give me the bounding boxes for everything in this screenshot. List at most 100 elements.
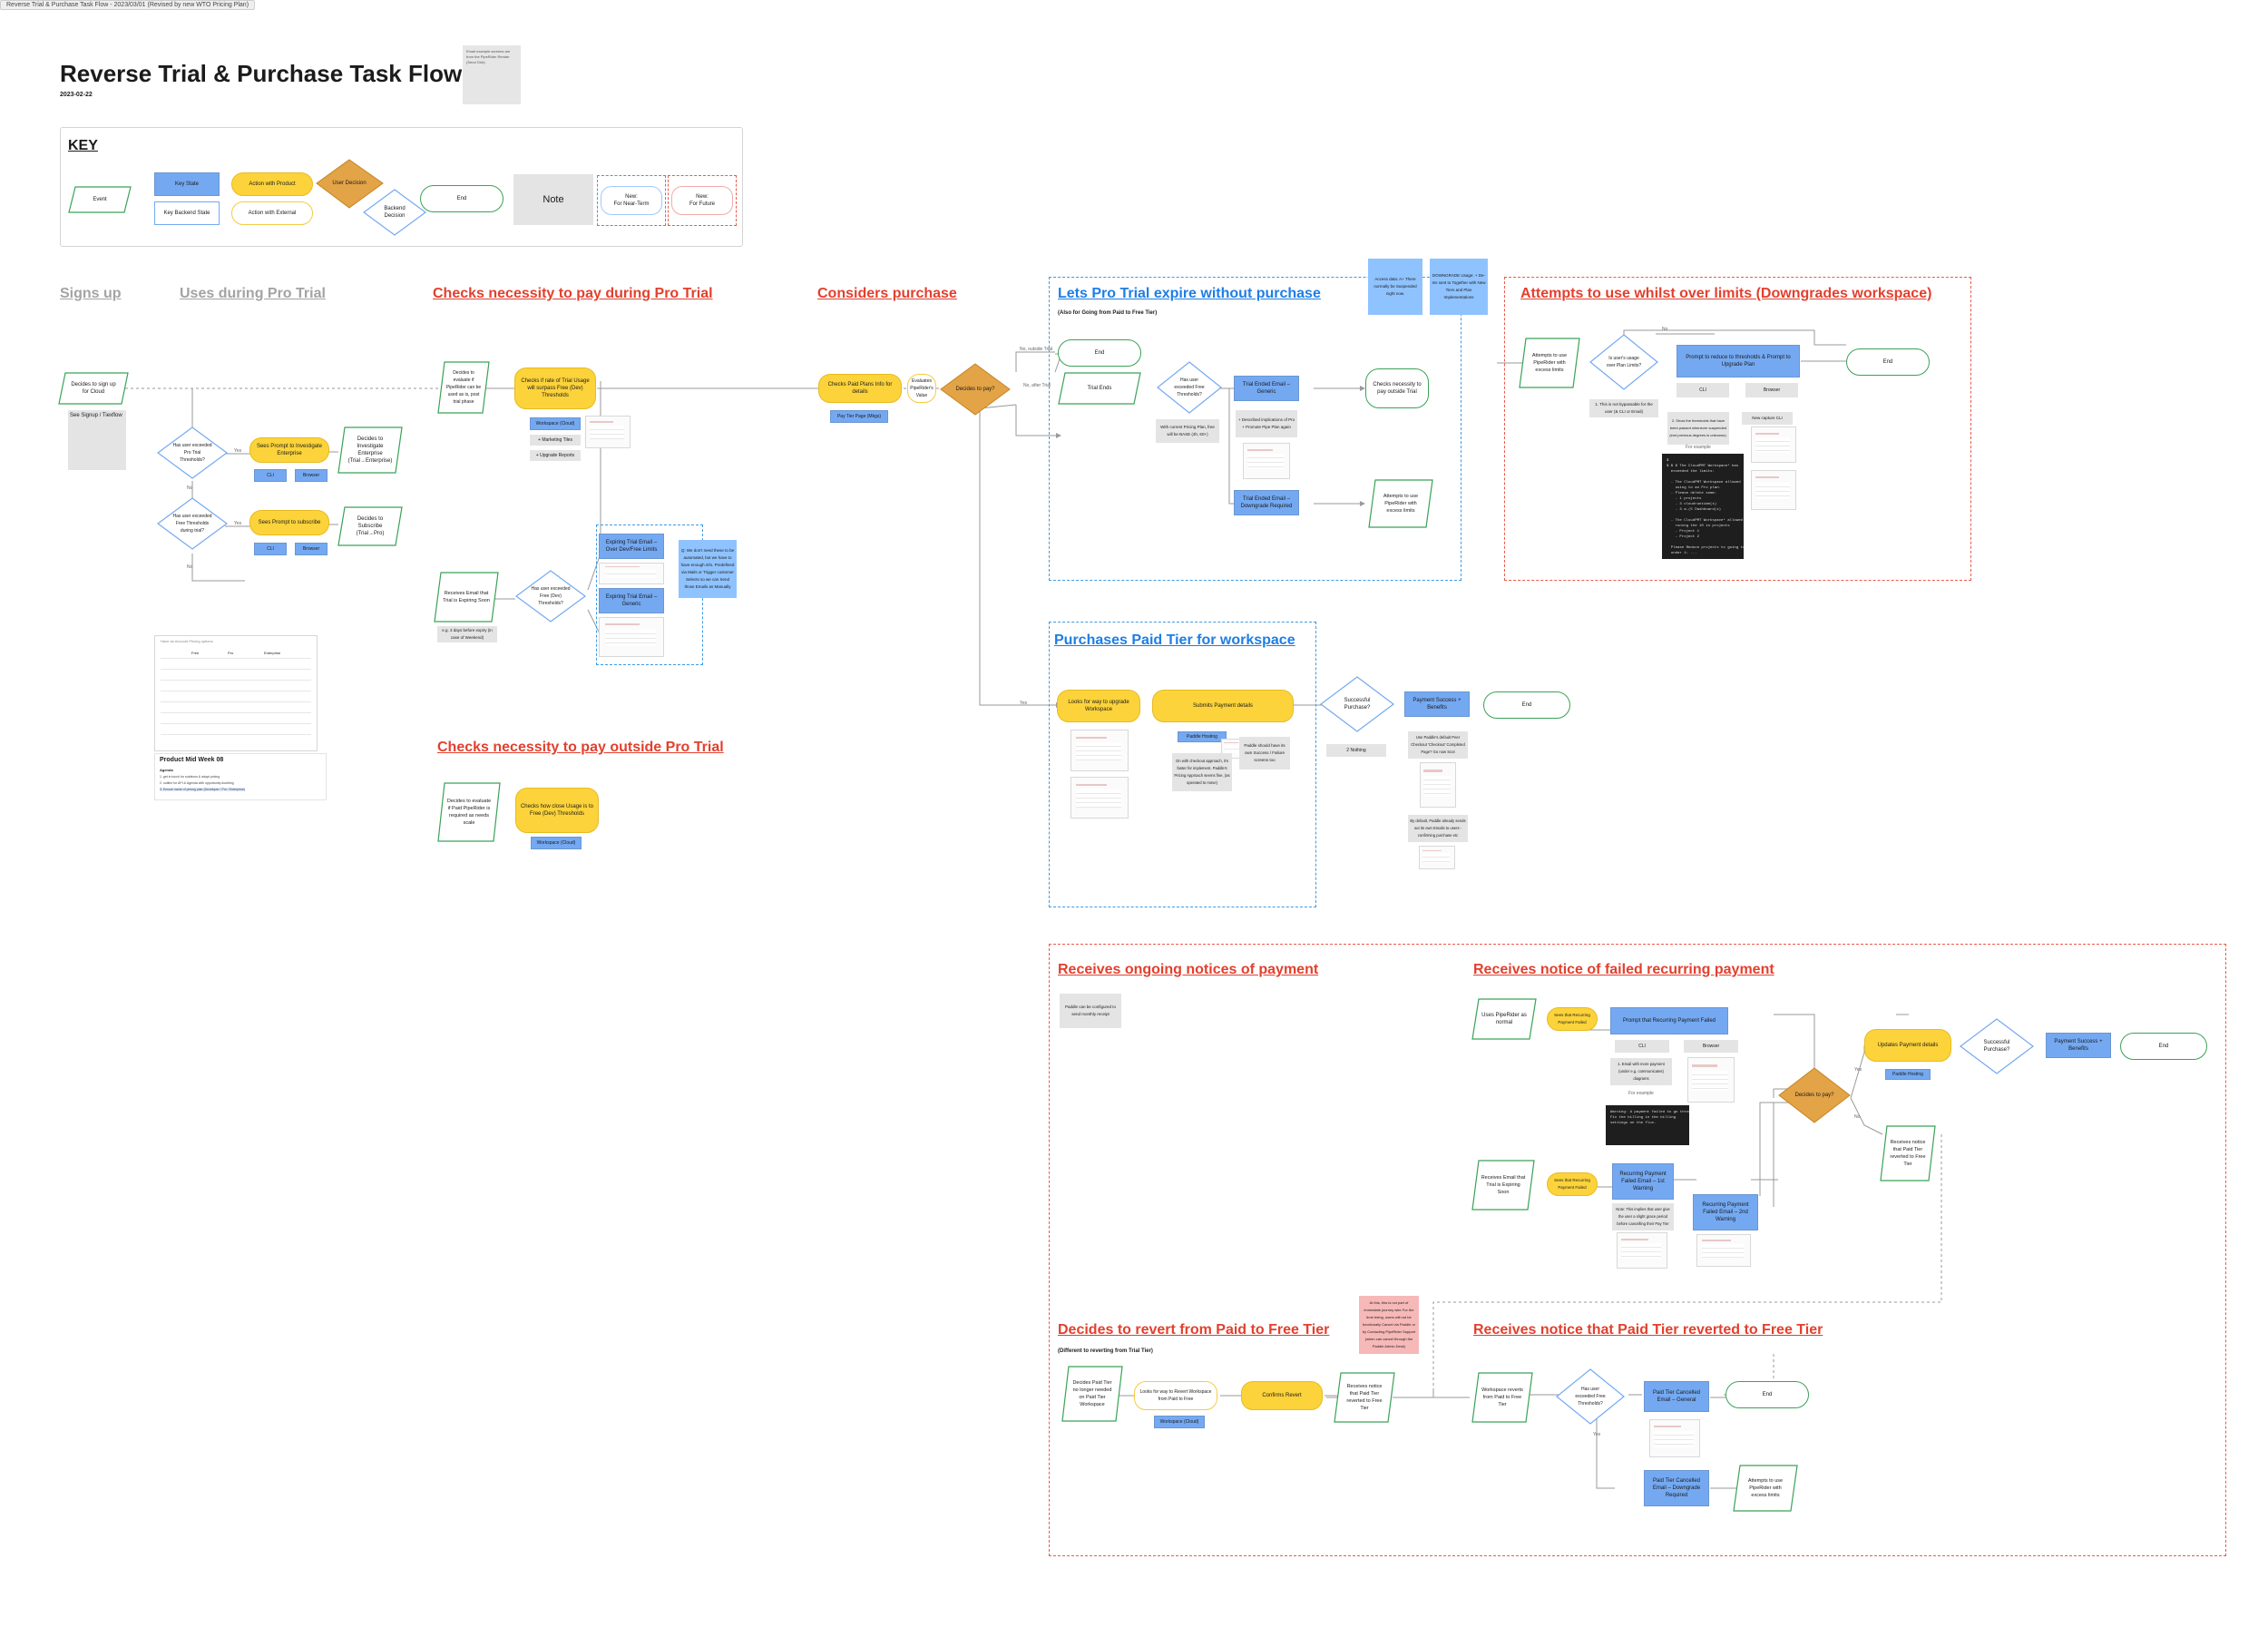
receives-reverted-2-shape (1334, 1372, 1395, 1423)
section-considers: Considers purchase (817, 286, 957, 301)
end-failed: End (2120, 1033, 2207, 1060)
attempts-excess-3-shape (1733, 1465, 1798, 1512)
meeting-doc-agenda: Agenda (160, 768, 173, 772)
legend-key-backend-state: Key Backend State (154, 201, 220, 225)
payment-success: Payment Success + Benefits (1404, 691, 1470, 717)
attempts-excess-2-shape (1519, 338, 1580, 388)
header-note: Email example screens are from the PipeR… (463, 45, 521, 104)
prompt-subscribe[interactable]: Sees Prompt to subscribe (249, 510, 329, 535)
decides-pay-2: Decides to pay? (1794, 1093, 1834, 1098)
section-signs-up: Signs up (60, 286, 122, 301)
cli-2: CLI (254, 543, 287, 555)
document-tab[interactable]: Reverse Trial & Purchase Task Flow - 202… (0, 0, 256, 10)
cancel-downgrade: Paid Tier Cancelled Email – Downgrade Re… (1644, 1470, 1709, 1506)
cli-4: CLI (1615, 1040, 1669, 1053)
pricing-table-image: Have an Account Pricing options Free Pro… (154, 635, 318, 751)
exceeded-free-2-shape (1157, 361, 1222, 414)
exceeded-free-shape (157, 497, 228, 550)
signup-note: See Signup / Tiexflow (68, 410, 126, 470)
legend-future: New: For Future (671, 186, 733, 215)
prompt-enterprise[interactable]: Sees Prompt to Investigate Enterprise (249, 437, 329, 463)
section-revert: Decides to revert from Paid to Free Tier (1058, 1322, 1330, 1338)
trial-ended-screenshot (1243, 443, 1290, 479)
looks-upgrade[interactable]: Looks for way to upgrade Workspace (1057, 690, 1140, 722)
signup-event[interactable]: Decides to sign up for Cloud (71, 382, 116, 395)
paddle-default-note: Use Paddle's default Peer Checkout 'Chec… (1408, 731, 1468, 759)
exceeded-pro: Has user exceeded Pro Trial Thresholds? (172, 443, 212, 463)
cancel-general: Paid Tier Cancelled Email – General (1644, 1381, 1709, 1412)
failed-email-2: Recurring Payment Failed Email – 2nd War… (1693, 1194, 1758, 1230)
end-expire-top: End (1058, 339, 1141, 367)
expiring-email-generic: Expiring Trial Email – Generic (599, 588, 664, 613)
upgrade-screenshot-2 (1070, 777, 1129, 819)
limits-note: 1. This is not bypassable for the user (… (1589, 399, 1658, 417)
usage-screenshot (585, 416, 631, 448)
edge-no-pay-2: No (1854, 1114, 1861, 1120)
browser-1: Browser (295, 469, 327, 482)
legend-backend-decision-shape (363, 189, 426, 236)
failed-note: 1. Email with more payment (under e.g. c… (1610, 1058, 1672, 1085)
expiring-email-over-screenshot (599, 563, 664, 584)
section-reverted: Receives notice that Paid Tier reverted … (1473, 1322, 1823, 1338)
decides-paid-no: Decides Paid Tier no longer needed on Pa… (1072, 1380, 1112, 1407)
failed-terminal: Warning: A payment failed to go through … (1606, 1105, 1689, 1145)
revert-note: At this, this is not part of immediate j… (1359, 1296, 1419, 1354)
section-checks-outside: Checks necessity to pay outside Pro Tria… (437, 740, 724, 755)
payments-frame (1049, 944, 2226, 1556)
checkout-screenshot (1420, 762, 1456, 808)
limits-note-2: 2. Show the thresholds that have been pa… (1667, 412, 1729, 445)
evaluate-outside: Decides to evaluate if Paid PipeRider is… (446, 799, 492, 826)
workspace-cloud-1: Workspace (Cloud) (530, 417, 581, 430)
confirms-revert[interactable]: Confirms Revert (1241, 1381, 1323, 1410)
trial-ends: Trial Ends (1087, 386, 1112, 391)
successful-purchase: Successful Purchase? (1344, 698, 1371, 711)
browser-2: Browser (295, 543, 327, 555)
trial-ended-downgrade: Trial Ended Email – Downgrade Required (1234, 490, 1299, 515)
section-ongoing: Receives ongoing notices of payment (1058, 962, 1319, 977)
checks-close[interactable]: Checks how close Usage is to Free (Dev) … (515, 788, 599, 833)
prompt-failed[interactable]: Prompt that Recurring Payment Failed (1610, 1007, 1728, 1034)
pricing-col-enterprise: Enterprise (264, 651, 281, 655)
evaluate-free: Decides to evaluate if PipeRider can be … (445, 370, 482, 405)
receives-reverted-2: Receives notice that Paid Tier reverted … (1346, 1384, 1383, 1411)
workspace-reverts-shape (1471, 1372, 1533, 1423)
pricing-col-pro: Pro (228, 651, 234, 655)
limits-example: For example (1686, 445, 1711, 450)
updates-payment[interactable]: Updates Payment details (1864, 1029, 1951, 1062)
decides-subscribe-shape (337, 506, 403, 546)
paddle-checkout-note: On with checkout approach, it's faster f… (1172, 753, 1232, 791)
expiring-email-generic-screenshot (599, 617, 664, 657)
exceeded-pro-shape (157, 426, 228, 479)
browser-3: Browser (1745, 383, 1798, 397)
exceeded-trial: Has user exceeded Free (Dev) Thresholds? (531, 586, 571, 606)
evaluate-outside-shape (437, 782, 501, 842)
legend-action-product: Action with Product (231, 172, 313, 196)
submits-payment[interactable]: Submits Payment details (1152, 690, 1294, 722)
pricing-table-header: Have an Account Pricing options (161, 639, 213, 643)
prompt-reduce[interactable]: Prompt to reduce to thresholds & Prompt … (1677, 345, 1800, 377)
receives-expiring-shape (434, 572, 499, 623)
section-failed: Receives notice of failed recurring paym… (1473, 962, 1774, 977)
pay-tier-page: Pay Tier Page (Mkgs) (830, 410, 888, 423)
meeting-doc-row: 1. get in touch for solutions & adapt pr… (160, 775, 220, 779)
legend-event-shape (68, 186, 132, 213)
edge-yes-1: Yes (234, 448, 242, 454)
legend-event-label: Event (93, 197, 107, 202)
expiring-note: e.g. 3 days before expiry (in case of We… (437, 626, 497, 642)
exceeded-free-3-shape (1556, 1368, 1625, 1425)
failed-screenshot (1687, 1057, 1735, 1103)
check-usage[interactable]: Checks if rate of Trial Usage will surpa… (514, 368, 596, 409)
legend-key-state: Key State (154, 172, 220, 196)
pricing-note: With current Pricing Plan, free will be … (1156, 419, 1219, 443)
checks-plans[interactable]: Checks Paid Plans Info for details (818, 374, 902, 403)
expiring-note-blue: Q: We don't need these to be automated, … (679, 540, 737, 598)
upgrade-screenshot-1 (1070, 730, 1129, 771)
decides-pay-2-shape (1778, 1067, 1851, 1123)
edge-yes-2: Yes (234, 521, 242, 526)
end-limits: End (1846, 348, 1930, 376)
upgrade-reports: + Upgrade Reports (530, 450, 581, 461)
edge-no-1: No (187, 485, 193, 491)
edge-no-limits: No (1662, 327, 1668, 332)
sees-failed: Sees that Recurring Payment Failed (1547, 1007, 1598, 1031)
edge-yes-pay: Yes (1020, 701, 1028, 706)
